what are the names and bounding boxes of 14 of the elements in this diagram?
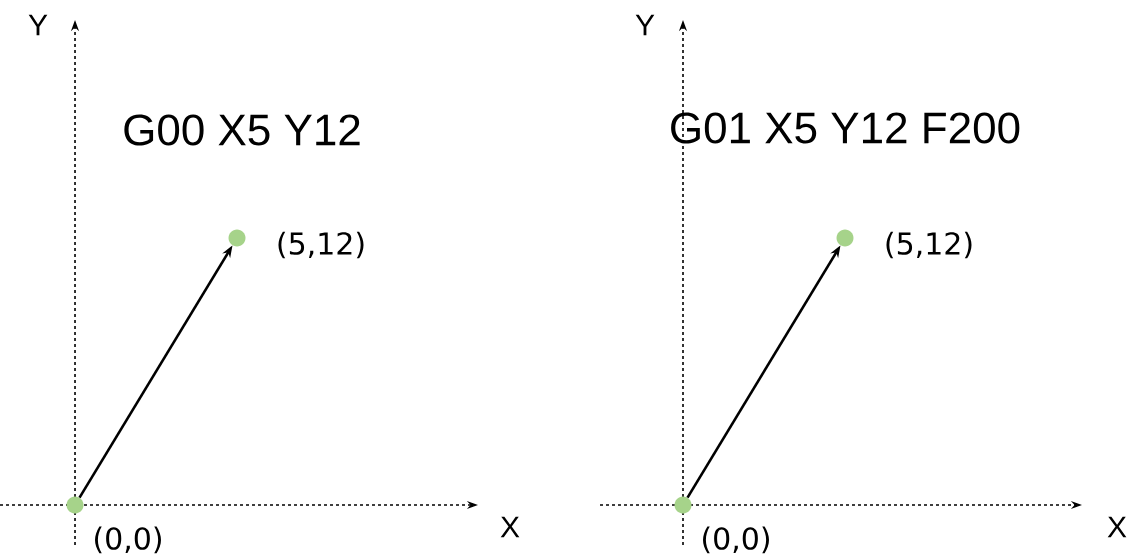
coordinate-label: (0,0) — [95, 526, 161, 554]
coordinate-label: (0,0) — [703, 526, 769, 554]
point-dot — [836, 229, 854, 247]
point-dot — [674, 496, 692, 514]
axis-label: X — [500, 516, 520, 538]
command-text: G00 X5 Y12 — [124, 114, 360, 146]
coordinate-label: (5,12) — [278, 231, 364, 259]
point-dot — [66, 496, 84, 514]
axis-label: Y — [635, 14, 655, 36]
coordinate-label: (5,12) — [886, 231, 972, 259]
axis-label: X — [1107, 516, 1127, 538]
command-text: G01 X5 Y12 F200 — [671, 112, 1020, 144]
point-dot — [228, 229, 246, 247]
axis-label: Y — [28, 14, 48, 36]
